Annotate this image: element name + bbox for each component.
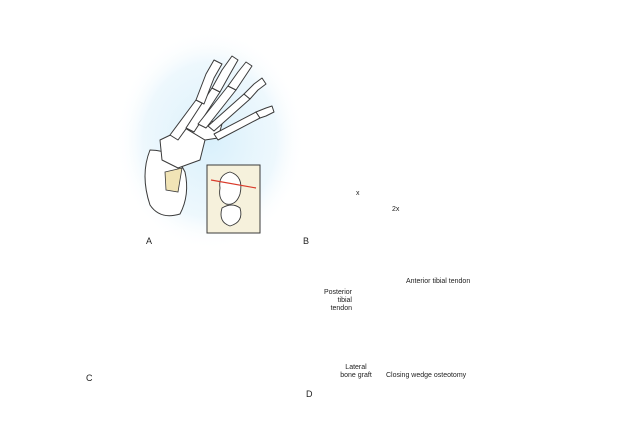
- panel-d-closing-wedge-label: Closing wedge osteotomy: [386, 372, 467, 379]
- posterior-tibial-line-1: Posterior: [323, 289, 352, 296]
- panel-b-letter: B: [303, 236, 310, 246]
- panel-d-letter: D: [306, 389, 313, 399]
- panel-d-anterior-tibial-label: Anterior tibial tendon: [406, 278, 471, 285]
- panel-d-posterior-tibial-label: Posterior tibial tendon: [322, 289, 352, 313]
- lateral-bone-graft-line-1: Lateral: [345, 364, 367, 371]
- panel-c-letter: C: [86, 373, 93, 383]
- panel-a-foot-dorsal-view: [144, 55, 275, 217]
- lateral-bone-graft-line-2: bone graft: [340, 372, 372, 379]
- panel-a-osteotomy-line: [210, 179, 257, 189]
- panel-a-letter: A: [146, 236, 153, 246]
- panel-d-lateral-bone-graft-label: Lateral bone graft: [336, 364, 376, 380]
- panel-a-inset: [206, 164, 261, 234]
- panel-b-angle-label: x: [356, 190, 360, 197]
- posterior-tibial-line-2: tibial: [337, 297, 352, 304]
- panel-a: [115, 30, 305, 250]
- posterior-tibial-line-3: tendon: [330, 305, 352, 312]
- panel-b-wedge-label: 2x: [392, 206, 400, 213]
- panel-a-graft: [164, 167, 183, 193]
